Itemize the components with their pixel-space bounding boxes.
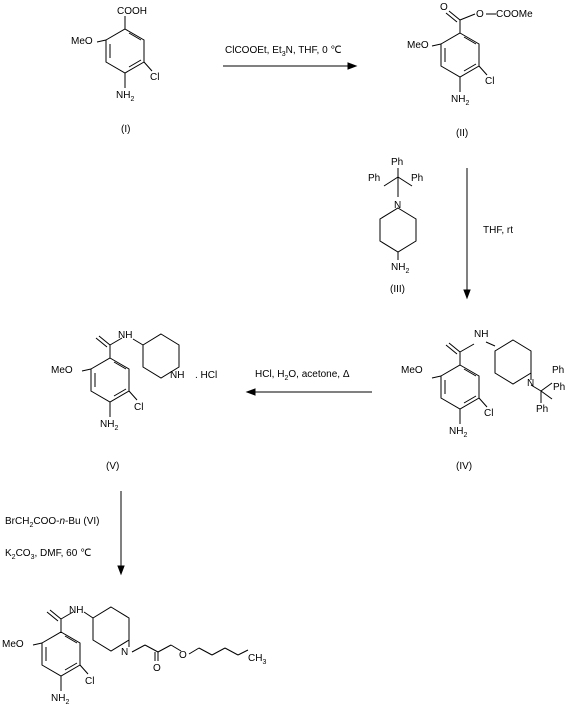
compound-ii-meo-text: MeO	[407, 40, 429, 51]
product-benzene-ring	[41, 631, 81, 677]
compound-ii-nh2-text: NH2	[451, 94, 469, 107]
compound-iv-amide-nh-text: NH	[474, 329, 488, 340]
reaction-step-4: BrCH2COO-n-Bu (VI) K2CO3, DMF, 60 ℃	[5, 491, 125, 576]
compound-iii-label: (III)	[390, 284, 405, 295]
product-ch3-text: CH3	[248, 653, 266, 666]
compound-ii-coome-text: COOMe	[496, 9, 533, 20]
reaction-step-3: HCl, H2O, acetone, Δ	[245, 369, 372, 396]
reaction-step-2: THF, rt	[463, 168, 513, 300]
compound-v-nh2-text: NH2	[100, 419, 118, 432]
step-3-conditions: HCl, H2O, acetone, Δ	[255, 369, 350, 382]
compound-v: NH NH . HCl MeO Cl NH2 (V)	[51, 330, 217, 472]
compound-iii: Ph Ph Ph N NH2 (III)	[368, 157, 423, 295]
compound-v-meo-text: MeO	[51, 365, 73, 376]
final-product: NH N O O CH3 MeO Cl NH2	[2, 605, 266, 706]
compound-v-ring-nh-text: NH	[170, 370, 184, 381]
compound-iv-piperidine-ring	[494, 339, 532, 385]
product-ring-n-text: N	[121, 647, 128, 658]
compound-ii-cl-text: Cl	[485, 76, 494, 87]
compound-iv: NH N Ph Ph Ph MeO Cl NH2 (IV)	[401, 329, 565, 472]
product-piperidine-ring	[92, 606, 130, 652]
product-ester-o-text: O	[179, 650, 187, 661]
compound-v-piperidine-ring	[142, 333, 180, 379]
compound-iii-n-text: N	[394, 200, 401, 211]
compound-ii-label: (II)	[456, 128, 468, 139]
compound-v-hcl-text: . HCl	[195, 370, 217, 381]
step-1-conditions: ClCOOEt, Et3N, THF, 0 ℃	[225, 45, 342, 58]
compound-iii-piperidine-ring	[379, 207, 417, 253]
product-cl-text: Cl	[85, 676, 94, 687]
compound-iv-ph-3-text: Ph	[536, 404, 548, 415]
compound-ii-carbonyl-o-text: O	[440, 2, 448, 13]
compound-i: COOH MeO Cl NH2 (I)	[71, 6, 159, 135]
product-nh2-text: NH2	[51, 693, 69, 706]
compound-i-meo-text: MeO	[71, 36, 93, 47]
product-meo-text: MeO	[2, 639, 24, 650]
compound-i-label: (I)	[121, 124, 130, 135]
compound-iv-label: (IV)	[456, 461, 472, 472]
compound-v-cl-text: Cl	[134, 402, 143, 413]
compound-iv-nh2-text: NH2	[449, 426, 467, 439]
compound-iii-ph-top-text: Ph	[391, 157, 403, 168]
compound-iii-nh2-text: NH2	[391, 262, 409, 275]
compound-i-benzene-ring	[105, 28, 145, 74]
compound-ii-ester-o-text: O	[476, 9, 484, 20]
compound-v-amide-nh-text: NH	[118, 330, 132, 341]
compound-ii-benzene-ring	[440, 32, 480, 78]
compound-v-benzene-ring	[90, 357, 130, 403]
compound-v-label: (V)	[106, 461, 119, 472]
step-2-conditions: THF, rt	[483, 225, 513, 236]
compound-i-cooh-text: COOH	[117, 6, 147, 17]
reaction-step-1: ClCOOEt, Et3N, THF, 0 ℃	[223, 45, 358, 70]
product-carbonyl-o-text: O	[153, 663, 161, 674]
compound-iii-ph-left-text: Ph	[368, 173, 380, 184]
compound-iv-benzene-ring	[440, 364, 480, 410]
compound-i-nh2-text: NH2	[116, 90, 134, 103]
compound-iv-ph-1-text: Ph	[552, 365, 564, 376]
step-4-conditions-line: K2CO3, DMF, 60 ℃	[5, 548, 91, 561]
compound-iii-ph-right-text: Ph	[411, 173, 423, 184]
product-amide-nh-text: NH	[69, 605, 83, 616]
compound-iv-meo-text: MeO	[401, 365, 423, 376]
step-4-reagent-line: BrCH2COO-n-Bu (VI)	[5, 516, 99, 529]
compound-iv-ph-2-text: Ph	[553, 382, 565, 393]
compound-i-cl-text: Cl	[150, 72, 159, 83]
compound-iv-ring-n-text: N	[527, 378, 534, 389]
compound-iv-cl-text: Cl	[484, 408, 493, 419]
compound-ii: O O COOMe MeO Cl NH2 (II)	[407, 2, 533, 139]
